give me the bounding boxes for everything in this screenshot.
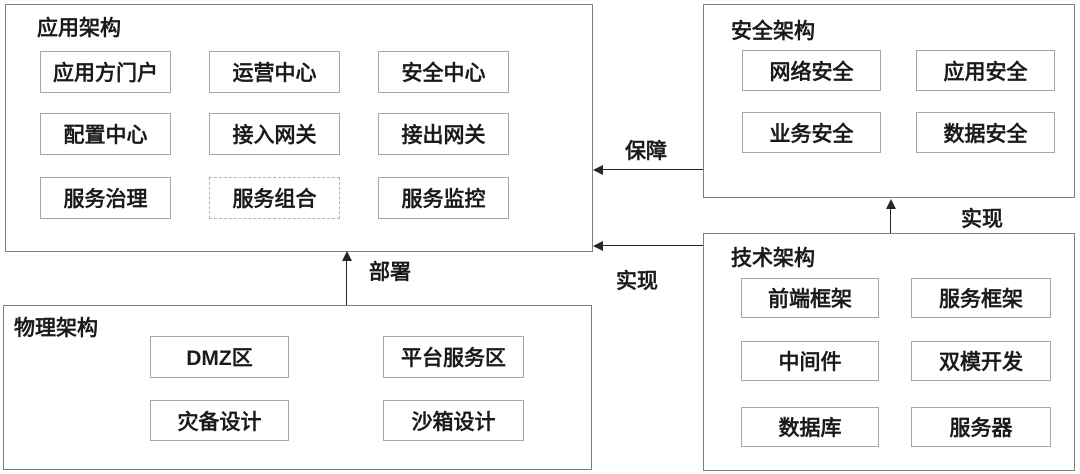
item-service-framework-label: 服务框架	[939, 288, 1023, 311]
item-service-monitoring: 服务监控	[378, 177, 509, 219]
item-frontend-framework: 前端框架	[741, 278, 879, 318]
item-operation-center-label: 运营中心	[232, 62, 317, 85]
item-security-center: 安全中心	[378, 51, 509, 93]
item-server: 服务器	[911, 407, 1051, 447]
item-config-center: 配置中心	[40, 113, 171, 155]
item-application-security: 应用安全	[916, 50, 1055, 91]
item-operation-center: 运营中心	[209, 51, 340, 93]
item-disaster-recovery-design: 灾备设计	[150, 400, 289, 441]
item-inbound-gateway: 接入网关	[209, 113, 340, 155]
item-dmz-zone: DMZ区	[150, 336, 289, 378]
item-business-security-label: 业务安全	[769, 122, 854, 146]
item-app-portal: 应用方门户	[40, 51, 171, 93]
group-title-physical-architecture: 物理架构	[14, 317, 98, 340]
item-network-security-label: 网络安全	[769, 60, 854, 84]
arrow-realize-vertical-label: 实现	[961, 208, 1003, 231]
item-security-center-label: 安全中心	[401, 62, 486, 85]
arrow-realize-vertical-line	[890, 208, 891, 233]
arrow-guarantee-line	[602, 169, 703, 170]
item-service-governance: 服务治理	[40, 177, 171, 219]
arrow-deploy-label: 部署	[369, 261, 411, 284]
item-platform-service-zone: 平台服务区	[383, 336, 524, 378]
item-bimodal-development-label: 双模开发	[939, 351, 1023, 374]
arrow-left-icon	[593, 241, 603, 251]
group-title-application-architecture: 应用架构	[37, 17, 121, 40]
item-middleware-label: 中间件	[778, 351, 842, 374]
item-application-security-label: 应用安全	[943, 60, 1028, 84]
group-physical-architecture: 物理架构 DMZ区 平台服务区 灾备设计 沙箱设计	[3, 305, 592, 470]
item-frontend-framework-label: 前端框架	[768, 288, 852, 311]
item-inbound-gateway-label: 接入网关	[232, 124, 317, 147]
item-database: 数据库	[741, 407, 879, 447]
item-bimodal-development: 双模开发	[911, 341, 1051, 381]
item-service-monitoring-label: 服务监控	[401, 188, 486, 211]
item-sandbox-design-label: 沙箱设计	[411, 410, 496, 434]
item-data-security: 数据安全	[916, 112, 1055, 153]
item-server-label: 服务器	[949, 417, 1013, 440]
group-title-technical-architecture: 技术架构	[731, 247, 815, 270]
item-disaster-recovery-design-label: 灾备设计	[177, 410, 262, 434]
item-sandbox-design: 沙箱设计	[383, 400, 524, 441]
item-platform-service-zone-label: 平台服务区	[401, 347, 506, 370]
arrow-up-icon	[886, 199, 896, 209]
arrow-up-icon	[342, 251, 352, 261]
item-business-security: 业务安全	[742, 112, 881, 153]
item-config-center-label: 配置中心	[63, 124, 148, 147]
item-outbound-gateway-label: 接出网关	[401, 124, 486, 147]
arrow-realize-horizontal-line	[602, 245, 703, 246]
item-middleware: 中间件	[741, 341, 879, 381]
arrow-deploy-line	[346, 260, 347, 305]
item-service-composition-label: 服务组合	[232, 188, 317, 211]
item-dmz-zone-label: DMZ区	[186, 347, 253, 370]
group-security-architecture: 安全架构 网络安全 应用安全 业务安全 数据安全	[703, 4, 1075, 198]
arrow-guarantee-label: 保障	[625, 140, 667, 163]
item-service-composition: 服务组合	[209, 177, 340, 219]
group-application-architecture: 应用架构 应用方门户 运营中心 安全中心 配置中心 接入网关 接出网关 服务治理…	[5, 4, 593, 252]
item-outbound-gateway: 接出网关	[378, 113, 509, 155]
group-title-security-architecture: 安全架构	[731, 20, 815, 43]
group-technical-architecture: 技术架构 前端框架 服务框架 中间件 双模开发 数据库 服务器	[703, 233, 1075, 471]
item-app-portal-label: 应用方门户	[53, 62, 158, 85]
item-service-framework: 服务框架	[911, 278, 1051, 318]
arrow-realize-horizontal-label: 实现	[616, 270, 658, 293]
item-database-label: 数据库	[778, 417, 842, 440]
item-service-governance-label: 服务治理	[63, 188, 148, 211]
item-network-security: 网络安全	[742, 50, 881, 91]
item-data-security-label: 数据安全	[943, 122, 1028, 146]
arrow-left-icon	[593, 165, 603, 175]
